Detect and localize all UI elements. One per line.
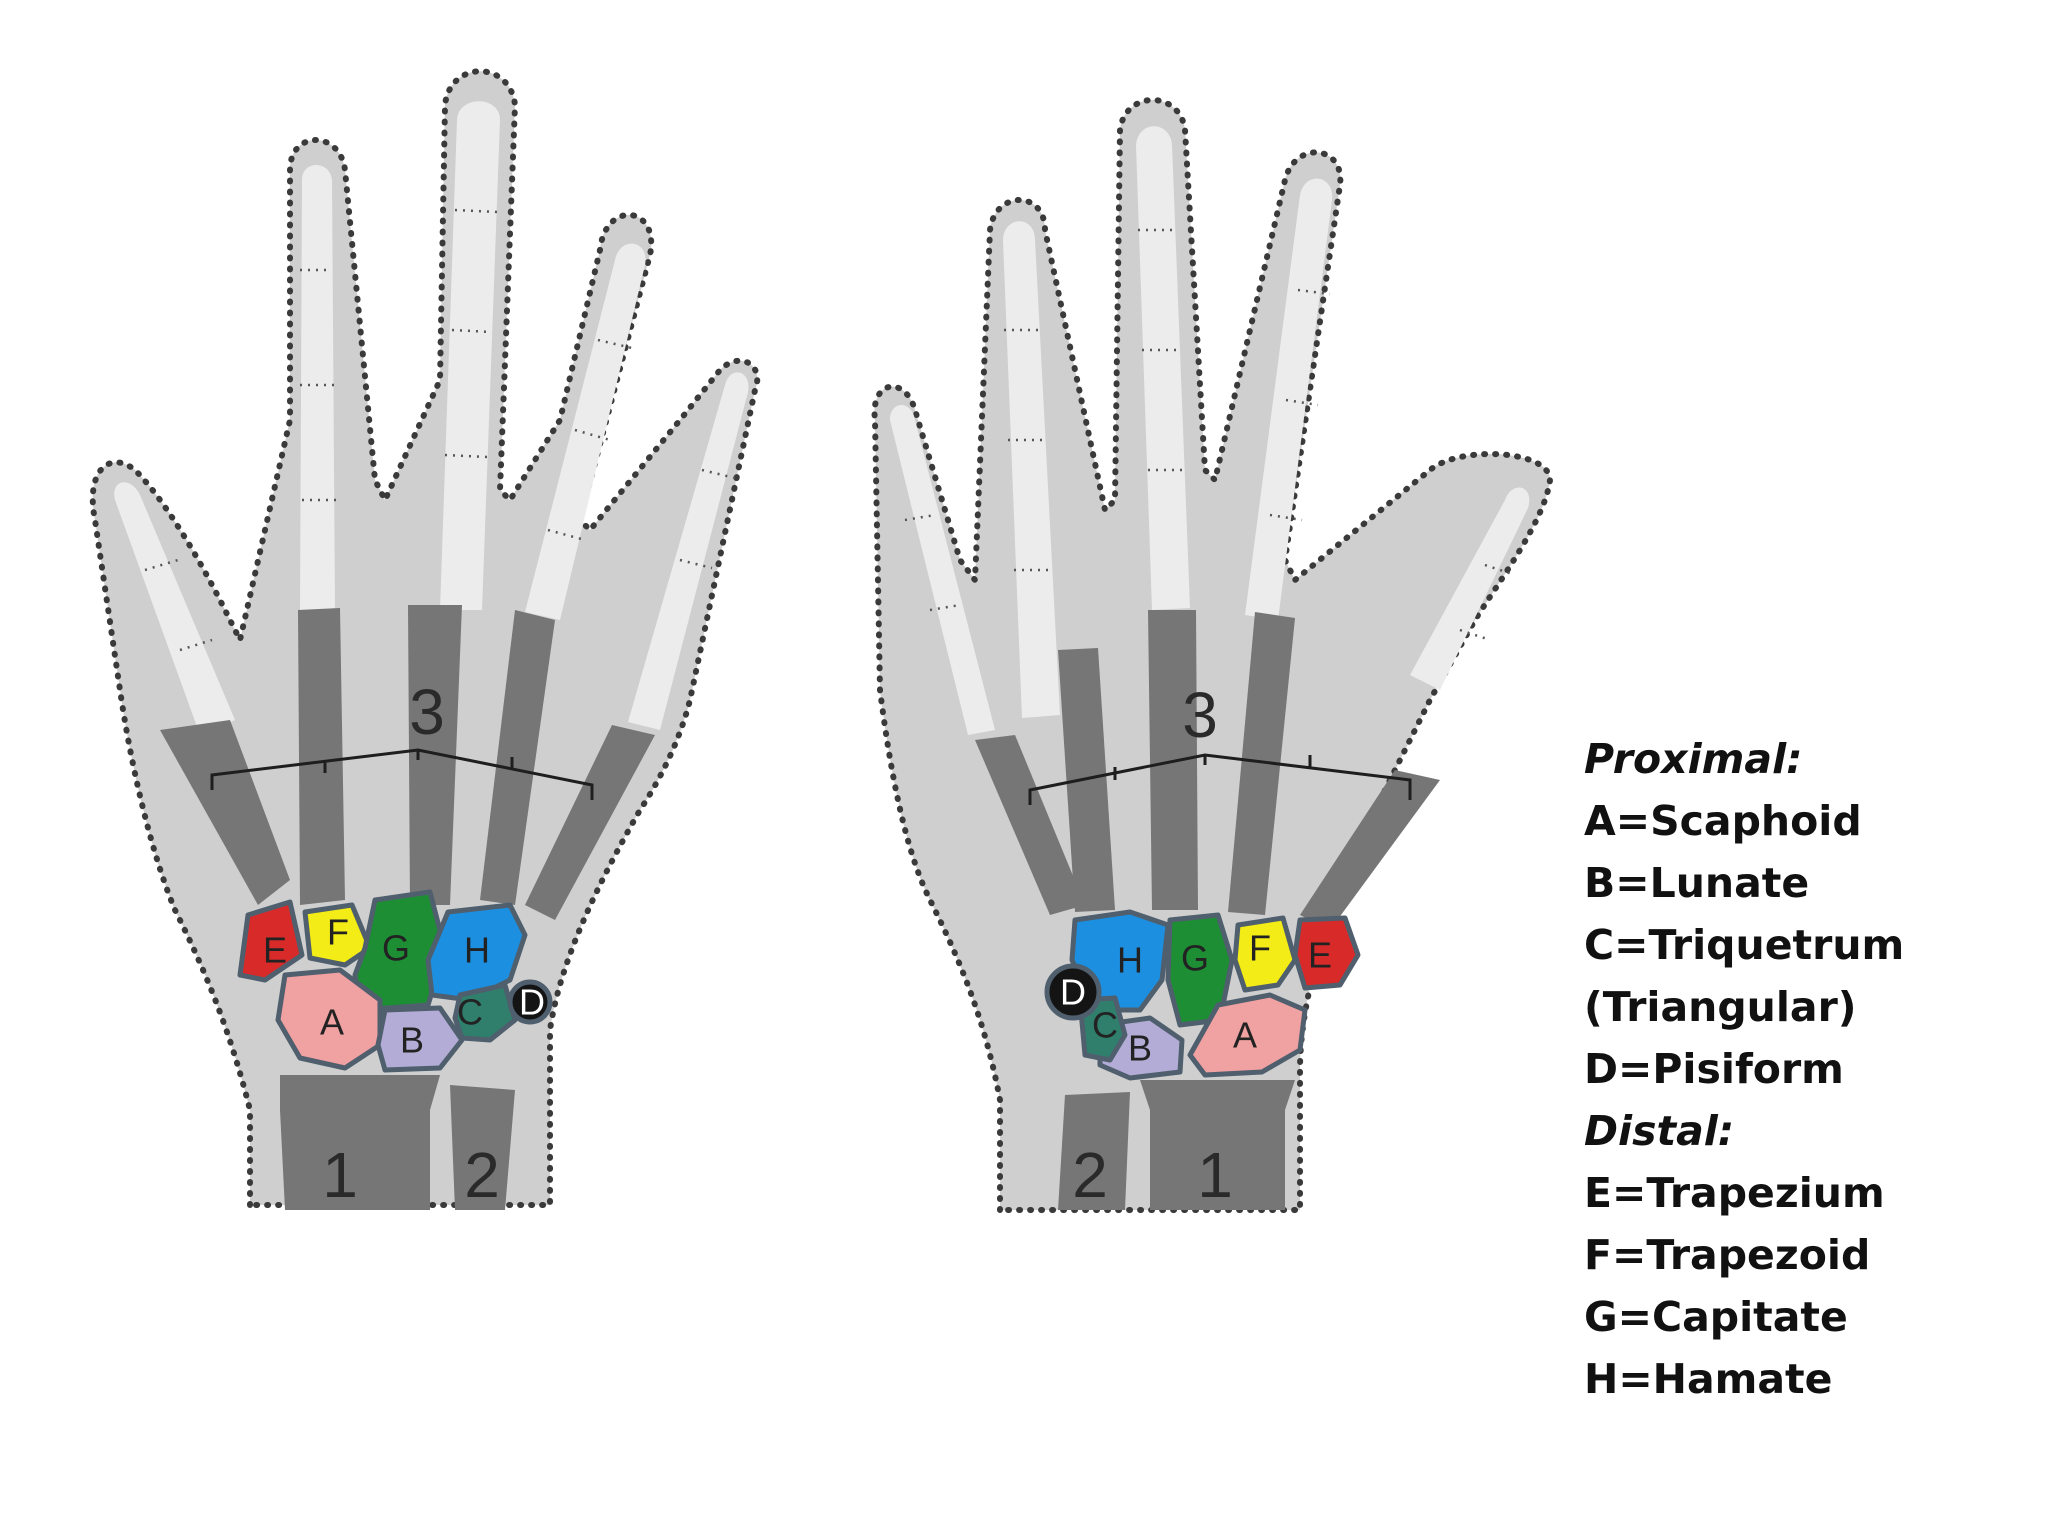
legend-item: (Triangular) [1584,983,1857,1031]
right-label-F: F [1249,928,1271,969]
left-carpal-C [452,982,518,1043]
left-carpal-F [302,902,373,968]
left-label-F: F [327,912,349,953]
right-label-G: G [1181,938,1209,979]
left-ulna [450,1085,515,1210]
legend-item: A=Scaphoid [1584,797,1862,845]
legend-item: E=Trapezium [1584,1169,1885,1217]
left-label-H: H [464,930,490,971]
right-radius-label: 1 [1197,1139,1233,1211]
right-label-E: E [1308,935,1332,976]
legend-proximal-heading: Proximal: [1584,735,1803,783]
left-hand: 1 2 3 E F G H A B C D [89,68,761,1211]
bone-legend: Proximal: A=Scaphoid B=Lunate C=Triquetr… [1584,728,2024,1410]
legend-distal-heading: Distal: [1584,1107,1735,1155]
left-carpals [237,889,553,1073]
left-metacarpal-bracket [210,748,594,800]
left-label-C: C [457,992,483,1033]
legend-item: B=Lunate [1584,859,1810,907]
right-ulna-label: 2 [1072,1139,1108,1211]
right-label-H: H [1117,940,1143,981]
right-ulna [1058,1092,1130,1210]
right-hand-outline [871,97,1554,1213]
left-metacarpal-label: 3 [409,676,445,748]
right-carpals [1044,909,1361,1081]
legend-item: G=Capitate [1584,1293,1848,1341]
left-carpal-A [275,967,383,1071]
legend-item: H=Hamate [1584,1355,1833,1403]
right-thumb [1410,487,1530,690]
right-carpal-E [1292,915,1361,991]
left-radius [280,1075,440,1210]
left-carpal-D [507,979,553,1025]
right-carpal-D [1044,963,1102,1021]
right-carpal-A [1187,992,1308,1078]
left-label-B: B [400,1020,424,1061]
left-carpal-B [375,1005,465,1073]
legend-item: C=Triquetrum [1584,921,1905,969]
right-hand: 1 2 3 H G F E A B C D [871,97,1554,1213]
legend-item: F=Trapezoid [1584,1231,1871,1279]
right-label-D: D [1060,972,1086,1013]
right-radius [1140,1080,1295,1210]
right-label-C: C [1092,1005,1118,1046]
legend-item: D=Pisiform [1584,1045,1844,1093]
left-thumb [114,482,235,735]
left-label-A: A [320,1002,344,1043]
left-carpal-E [237,899,305,983]
right-carpal-F [1232,915,1298,993]
right-label-A: A [1233,1015,1257,1056]
left-radius-label: 1 [322,1139,358,1211]
left-ulna-label: 2 [464,1139,500,1211]
right-label-B: B [1128,1028,1152,1069]
right-metacarpal-bracket [1028,753,1412,805]
right-metacarpal-label: 3 [1182,679,1218,751]
left-label-G: G [382,928,410,969]
left-label-D: D [519,982,545,1023]
left-label-E: E [263,930,287,971]
